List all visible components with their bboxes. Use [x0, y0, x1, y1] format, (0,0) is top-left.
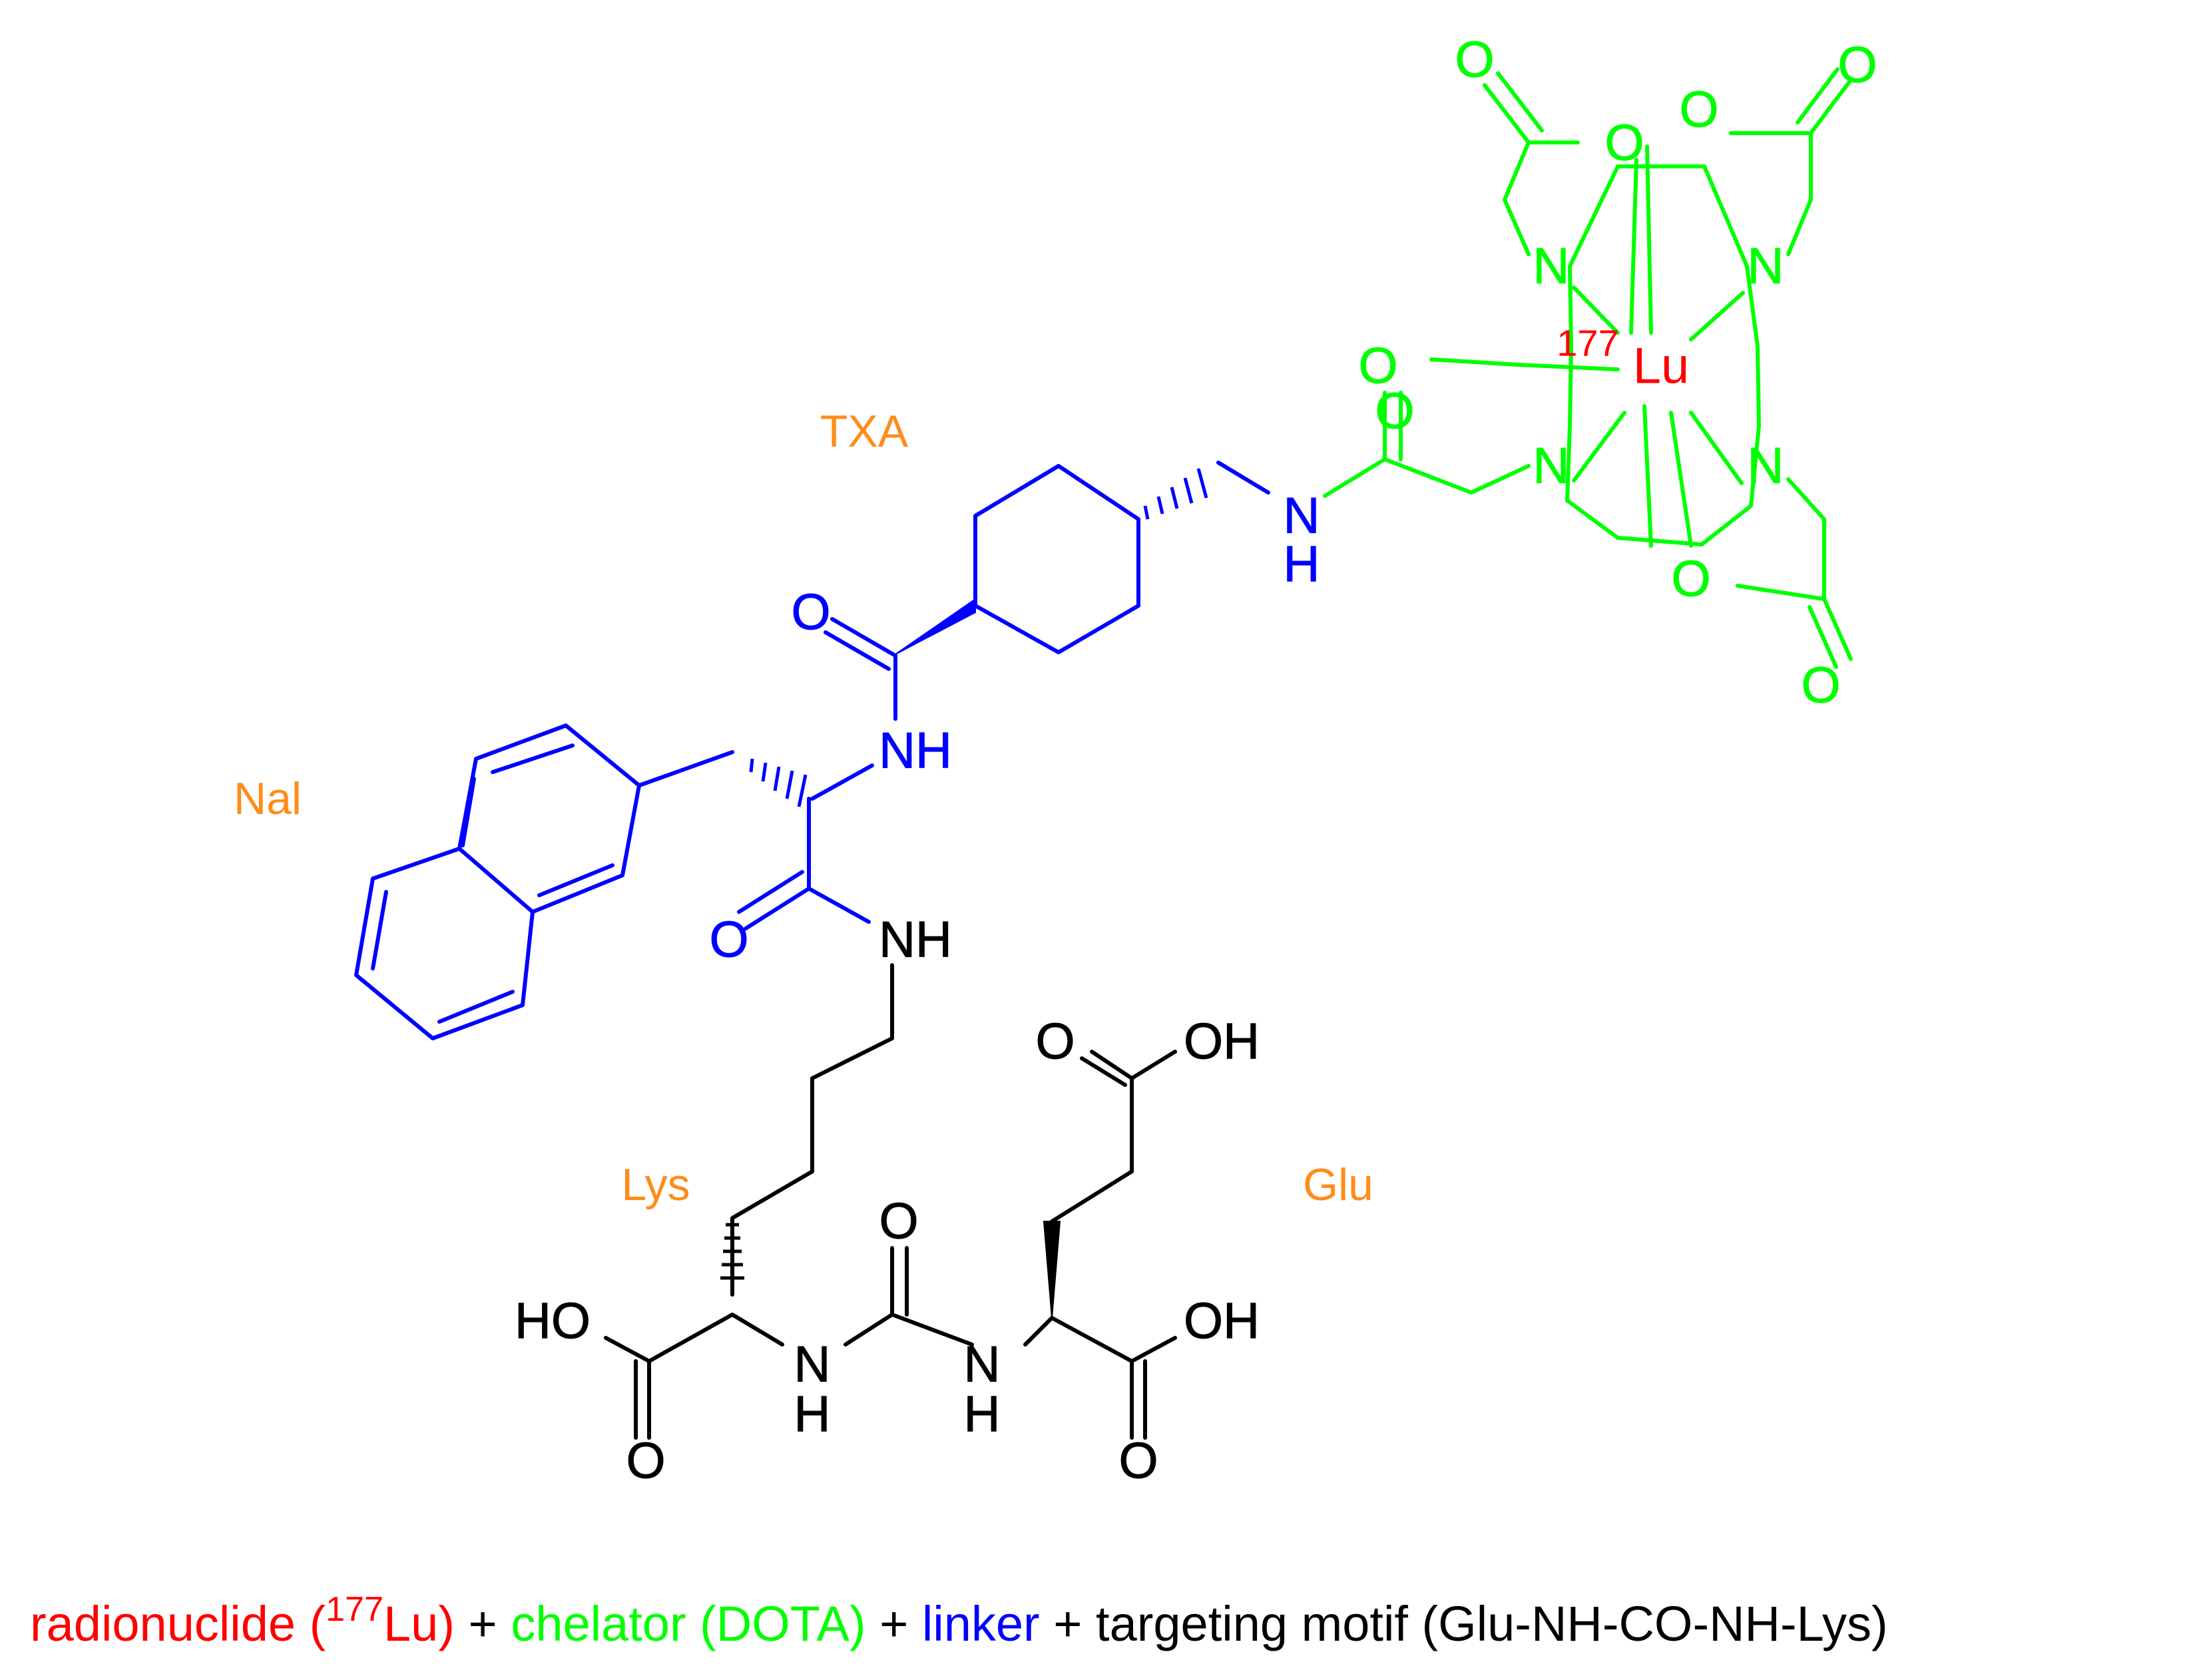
wedge-bond-glu — [1043, 1221, 1061, 1319]
caption-plus-2: + — [866, 1596, 922, 1651]
naphthalene-double-bonds — [371, 743, 614, 1024]
txa-nh-ch2 — [1216, 461, 1270, 495]
atom-o-tr-carbonyl: O — [1837, 37, 1877, 94]
nal-nh-alpha — [810, 763, 874, 801]
atom-o-amide-carbonyl: O — [1375, 383, 1414, 440]
atom-o-glu-carbonyl: O — [1118, 1433, 1158, 1490]
radionuclide: 177 Lu — [1557, 322, 1689, 395]
wedge-bond-txa — [895, 598, 976, 655]
glu-chain — [1023, 1050, 1177, 1440]
caption-linker: linker — [922, 1596, 1040, 1651]
arm-amide — [1323, 391, 1531, 498]
atom-n-top-left: N — [1533, 238, 1570, 295]
label-glu: Glu — [1303, 1159, 1373, 1210]
atom-o-amide-ring: O — [1358, 338, 1397, 395]
chelator-dota: O O O O N N O O N N O O — [1323, 31, 1877, 714]
atom-n-bottom-right: N — [1748, 438, 1784, 495]
atom-h-txa-amine: H — [1284, 536, 1320, 593]
caption-radionuclide-suffix: Lu) — [383, 1596, 455, 1651]
arm-top-left — [1483, 71, 1580, 256]
nal-alpha-carbonyl — [737, 797, 871, 931]
atom-o-lys-carbonyl: O — [626, 1433, 665, 1490]
caption-radionuclide-mass: 177 — [326, 1590, 383, 1629]
atom-oh-glu-carboxyl: OH — [1184, 1293, 1260, 1350]
atom-n-bottom-left: N — [1533, 438, 1570, 495]
atom-o-glu-side-carbonyl: O — [1035, 1014, 1075, 1070]
linker: N H O NH O — [354, 461, 1320, 1040]
label-lys: Lys — [621, 1159, 690, 1210]
nal-ch2-ring — [637, 750, 734, 787]
atom-o-tr-ring: O — [1679, 82, 1718, 138]
hashed-bond-lys — [720, 1223, 744, 1280]
atom-ho-lys-carboxyl: HO — [515, 1293, 591, 1350]
hashed-bond-txa — [1143, 468, 1208, 520]
atom-n-txa-amine: N — [1284, 488, 1320, 544]
caption-plus-1: + — [455, 1596, 511, 1651]
atom-o-txa-carbonyl: O — [791, 584, 830, 641]
figure-caption: radionuclide (177Lu) + chelator (DOTA) +… — [30, 1590, 1888, 1651]
atom-o-urea-carbonyl: O — [879, 1193, 918, 1250]
o-lu-bonds — [1429, 144, 1693, 548]
label-nal: Nal — [234, 773, 302, 824]
txa-cyclohexane — [973, 464, 1140, 654]
lys-chain — [730, 963, 894, 1297]
n-lu-bonds — [1572, 286, 1745, 485]
label-txa: TXA — [820, 406, 909, 457]
atom-h-urea-left: H — [794, 1386, 831, 1443]
macrocycle-ring — [1565, 164, 1761, 546]
lu-symbol: Lu — [1633, 338, 1690, 395]
atom-oh-glu-side: OH — [1184, 1014, 1260, 1070]
atom-nh-nal: NH — [879, 723, 952, 779]
caption-chelator: chelator (DOTA) — [511, 1596, 865, 1651]
atom-nh-amide-lys: NH — [879, 912, 952, 968]
atom-n-top-right: N — [1748, 238, 1784, 295]
atom-o-br-ring: O — [1671, 551, 1710, 608]
caption-radionuclide-prefix: radionuclide ( — [30, 1596, 326, 1651]
caption-plus-3: + — [1040, 1596, 1096, 1651]
fragment-labels: TXA Nal Lys Glu — [234, 406, 1373, 1210]
hashed-bond-nal — [749, 758, 808, 807]
atom-o-tl-carbonyl: O — [1455, 32, 1494, 89]
txa-carbonyl — [824, 617, 897, 721]
atom-o-tl-ring: O — [1604, 115, 1644, 172]
naphthalene — [354, 724, 641, 1040]
atom-n-urea-left: N — [794, 1337, 831, 1393]
arm-top-right — [1729, 67, 1853, 256]
atom-o-nal-carbonyl: O — [709, 912, 748, 968]
caption-targeting-motif: targeting motif (Glu-NH-CO-NH-Lys) — [1096, 1596, 1888, 1651]
urea-bridge — [730, 1246, 974, 1347]
atom-h-urea-right: H — [964, 1386, 1001, 1443]
arm-bottom-right — [1736, 477, 1853, 669]
atom-n-urea-right: N — [964, 1337, 1001, 1393]
targeting-motif: NH O OH O HO OH N H N H O O — [515, 911, 1260, 1490]
lys-carboxyl — [604, 1313, 734, 1440]
lu-mass-number: 177 — [1557, 322, 1618, 364]
atom-o-br-carbonyl: O — [1801, 658, 1840, 714]
